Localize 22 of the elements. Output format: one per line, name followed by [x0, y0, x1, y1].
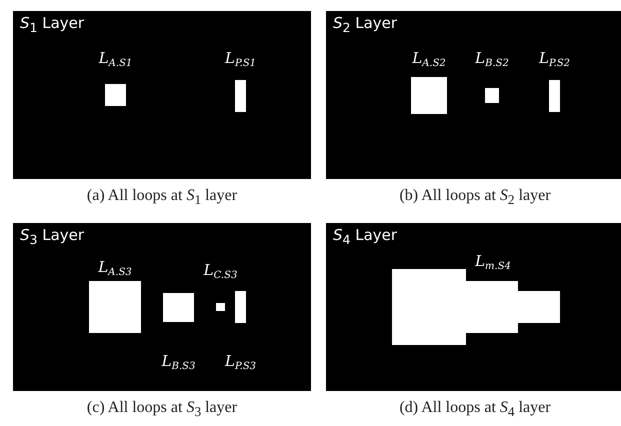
loop-label: L$_{C.S3}$ [204, 262, 238, 278]
panel-caption: (c) All loops at S$_{3}$ layer [86, 399, 238, 420]
loop-label: L$_{B.S2}$ [475, 50, 509, 66]
loop-label: L$_{P.S3}$ [224, 353, 256, 369]
layer-panel [326, 223, 621, 391]
loop-label: L$_{m.S4}$ [475, 253, 511, 269]
panel-caption: (b) All loops at S$_{2}$ layer [398, 187, 552, 208]
panel-heading: S$_{2}$ Layer [333, 14, 398, 35]
layer-panel [13, 11, 311, 179]
loop-label: L$_{A.S2}$ [412, 50, 446, 66]
panel-heading: S$_{3}$ Layer [20, 226, 84, 247]
loop-label: L$_{A.S3}$ [98, 259, 132, 275]
layer-panel [13, 223, 311, 391]
panel-heading: S$_{1}$ Layer [20, 14, 84, 35]
panel-caption: (a) All loops at S$_{1}$ layer [86, 187, 238, 208]
loop-label: L$_{B.S3}$ [162, 353, 196, 369]
panel-caption: (d) All loops at S$_{4}$ layer [398, 399, 552, 420]
layer-panel [326, 11, 621, 179]
panel-heading: S$_{4}$ Layer [333, 226, 398, 247]
loop-label: L$_{A.S1}$ [98, 50, 132, 66]
loop-label: L$_{P.S1}$ [224, 50, 256, 66]
loop-label: L$_{P.S2}$ [538, 50, 570, 66]
